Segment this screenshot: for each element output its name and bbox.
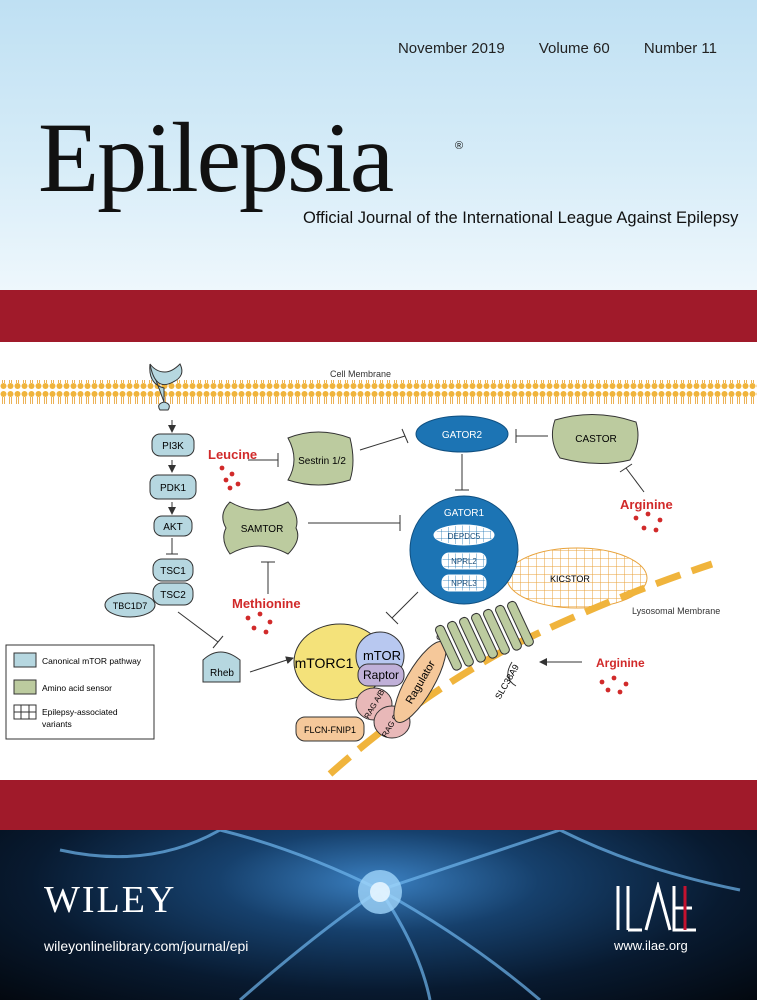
node-depdc5 (433, 524, 495, 546)
methionine-dots (245, 611, 273, 635)
leucine-dots (219, 465, 241, 491)
nprl2-label: NPRL2 (451, 557, 477, 566)
node-pi3k (151, 433, 195, 457)
legend-sensor-swatch (13, 679, 37, 695)
arginine-bottom-dots (599, 675, 629, 695)
node-tsc1 (152, 558, 194, 582)
wiley-logo: WILEY (44, 879, 177, 921)
sestrin-label: Sestrin 1/2 (298, 456, 346, 467)
neuron-background-image (59, 830, 741, 1000)
castor-label: CASTOR (575, 434, 617, 445)
wiley-url: wileyonlinelibrary.com/journal/epi (44, 938, 249, 954)
legend-variants-label-2: variants (42, 719, 72, 729)
mtor-pathway-diagram: Cell Membrane PI3K PDK1 AKT TSC1 TSC2 TB… (0, 363, 757, 777)
header-area: November 2019 Volume 60 Number 11 Epilep… (0, 0, 757, 290)
rheb-label: Rheb (210, 668, 234, 679)
cell-membrane (0, 380, 757, 404)
mtorc1-label: mTORC1 (295, 655, 354, 671)
tsc1-label: TSC1 (160, 566, 186, 577)
legend-canonical-swatch (13, 652, 37, 668)
inhibit-sestrin-gator2 (359, 435, 406, 451)
arginine-top-label: Arginine (620, 497, 673, 512)
legend-variants-label-1: Epilepsy-associated (42, 707, 118, 717)
arginine-top-dots (633, 511, 663, 533)
inhibit-bar (385, 611, 399, 625)
legend-canonical-label: Canonical mTOR pathway (42, 656, 142, 666)
tsc2-label: TSC2 (160, 590, 186, 601)
ilae-logo (616, 882, 696, 932)
flcn-label: FLCN-FNIP1 (304, 725, 356, 735)
akt-label: AKT (163, 522, 182, 533)
cell-membrane-label: Cell Membrane (330, 369, 391, 379)
methionine-label: Methionine (232, 596, 301, 611)
registered-mark: ® (455, 140, 464, 152)
node-castor (551, 414, 639, 465)
samtor-label: SAMTOR (241, 524, 284, 535)
gator1-label: GATOR1 (444, 508, 485, 519)
footer-area: WILEY wileyonlinelibrary.com/journal/epi… (0, 830, 757, 1000)
depdc5-label: DEPDC5 (448, 532, 481, 541)
kicstor-label: KICSTOR (550, 574, 590, 584)
tbc1d7-label: TBC1D7 (113, 601, 148, 611)
node-sestrin (287, 431, 354, 486)
gator2-label: GATOR2 (442, 430, 483, 441)
node-tbc1d7 (104, 592, 156, 618)
issue-volume: Volume 60 (538, 40, 610, 57)
node-gator2 (415, 415, 509, 453)
inhibit-bar (619, 463, 633, 473)
node-raptor (357, 663, 405, 687)
pi3k-label: PI3K (162, 441, 184, 452)
node-gator1 (409, 495, 519, 605)
arginine-bottom-label: Arginine (596, 656, 645, 670)
node-rheb (202, 651, 241, 683)
arrow-rheb-mtorc1 (249, 656, 294, 673)
node-flcn (295, 716, 365, 742)
receptor-icon (149, 363, 170, 411)
node-pdk1 (149, 474, 197, 500)
inhibit-bar (212, 635, 224, 649)
inhibit-tsc-rheb (177, 611, 219, 643)
raptor-label: Raptor (363, 668, 399, 682)
journal-subtitle: Official Journal of the International Le… (303, 209, 739, 227)
node-samtor (222, 501, 299, 555)
node-akt (153, 515, 193, 537)
node-slc38a9 (435, 600, 534, 687)
node-nprl2 (441, 552, 487, 570)
receptor-top-icon (149, 363, 183, 386)
cover-figure: Cell Membrane PI3K PDK1 AKT TSC1 TSC2 TB… (0, 342, 757, 780)
issue-info: November 2019 Volume 60 Number 11 (398, 40, 717, 57)
nprl3-label: NPRL3 (451, 579, 477, 588)
inhibit-gator1-rag (391, 591, 419, 619)
legend-sensor-label: Amino acid sensor (42, 683, 112, 693)
leucine-label: Leucine (208, 447, 257, 462)
issue-number: Number 11 (643, 40, 717, 57)
pdk1-label: PDK1 (160, 483, 187, 494)
lysosomal-membrane-label: Lysosomal Membrane (632, 606, 720, 616)
node-tsc2 (152, 582, 194, 606)
inhibit-arginine-castor (625, 467, 645, 493)
issue-date: November 2019 (397, 40, 505, 57)
node-nprl3 (441, 574, 487, 592)
top-band (0, 290, 757, 342)
ilae-url: www.ilae.org (614, 938, 688, 953)
mtor-label: mTOR (363, 648, 401, 663)
bottom-band (0, 780, 757, 830)
slc38a9-label: SLC38A9 (493, 663, 521, 701)
inhibit-bar (401, 428, 409, 444)
journal-title: Epilepsia (38, 102, 394, 213)
